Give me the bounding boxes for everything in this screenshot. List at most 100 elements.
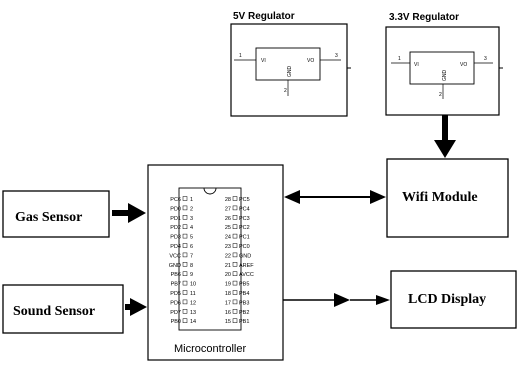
mcu-pin-pad: [232, 205, 238, 211]
mcu-pin-pad: [182, 252, 188, 258]
mcu-pin-left: PB0 14: [171, 318, 196, 325]
mcu-pin-name: PD2: [170, 225, 181, 231]
mcu-pin-number: 11: [190, 291, 196, 297]
regulator-3v3-pin-2: 2: [439, 92, 442, 98]
mcu-pin-number: 23: [225, 244, 231, 250]
mcu-pin-name: PB3: [239, 300, 249, 306]
mcu-pin-name: PC4: [239, 206, 250, 212]
wifi-module-label: Wifi Module: [402, 190, 478, 205]
regulator-to-wifi-arrowhead: [434, 140, 456, 158]
lcd-display-label: LCD Display: [408, 292, 486, 307]
mcu-pin-number: 4: [190, 225, 193, 231]
mcu-pin-number: 19: [225, 282, 231, 288]
mcu-pin-name: PB0: [171, 319, 181, 325]
mcu-pin-number: 2: [190, 206, 193, 212]
mcu-pin-number: 18: [225, 291, 231, 297]
mcu-pin-number: 17: [225, 300, 231, 306]
mcu-wifi-arrowhead-right: [370, 190, 386, 204]
mcu-pin-number: 26: [225, 216, 231, 222]
regulator-3v3-chip: [409, 51, 475, 85]
mcu-pin-pad: [182, 290, 188, 295]
sound-sensor-label: Sound Sensor: [13, 304, 95, 319]
mcu-pin-pad: [232, 309, 238, 314]
mcu-pin-pad: [232, 196, 238, 201]
mcu-pin-pad: [182, 280, 188, 286]
mcu-pin-number: 7: [190, 253, 193, 259]
mcu-pin-number: 27: [225, 206, 231, 212]
mcu-pin-number: 21: [225, 263, 231, 269]
mcu-chip-notch: [203, 187, 217, 195]
regulator-3v3-vo-label: VO: [460, 62, 467, 68]
regulator-5v-pin-1: 1: [239, 53, 242, 59]
mcu-pin-name: VCC: [169, 253, 181, 259]
mcu-pin-pad: [232, 215, 238, 220]
mcu-pin-right: 18 PB4: [225, 290, 249, 297]
mcu-pin-name: PD3: [170, 235, 181, 241]
sound-sensor-box: [2, 284, 124, 334]
mcu-pin-name: PC2: [239, 225, 250, 231]
mcu-pin-pad: [232, 252, 238, 258]
mcu-lcd-arrowhead-mid: [334, 293, 350, 307]
mcu-pin-number: 28: [225, 197, 231, 203]
mcu-pin-pad: [182, 271, 188, 276]
mcu-pin-right: 26 PC3: [225, 215, 250, 222]
gas-sensor-box: [2, 190, 110, 238]
regulator-3v3-title: 3.3V Regulator: [389, 12, 459, 23]
mcu-pin-number: 5: [190, 235, 193, 241]
mcu-pin-number: 3: [190, 216, 193, 222]
mcu-pin-left: PD5 11: [170, 290, 196, 297]
mcu-pin-pad: [182, 309, 188, 314]
mcu-pin-number: 6: [190, 244, 193, 250]
mcu-pin-number: 1: [190, 197, 193, 203]
mcu-pin-pad: [182, 224, 188, 229]
mcu-pin-name: PC0: [239, 244, 250, 250]
wifi-module-box: [386, 158, 509, 238]
mcu-pin-number: 16: [225, 310, 231, 316]
mcu-pin-name: PC1: [239, 235, 250, 241]
mcu-pin-pad: [182, 205, 188, 211]
mcu-pin-right: 27 PC4: [225, 205, 250, 212]
mcu-pin-name: AREF: [239, 263, 254, 269]
mcu-pin-pad: [232, 271, 238, 276]
sound-to-mcu-arrowhead: [130, 298, 147, 316]
mcu-pin-pad: [182, 299, 188, 305]
microcontroller-box: [147, 164, 284, 361]
regulator-5v-title: 5V Regulator: [233, 11, 295, 22]
mcu-pin-pad: [182, 233, 188, 239]
mcu-pin-number: 14: [190, 319, 196, 325]
mcu-pin-pad: [182, 318, 188, 323]
mcu-pin-name: PD1: [170, 216, 181, 222]
regulator-3v3: 3.3V Regulator 1 3 VI VO GND 2: [385, 12, 500, 116]
lcd-display-box: [390, 270, 517, 329]
mcu-wifi-arrowhead-left: [284, 190, 300, 204]
mcu-pin-pad: [232, 299, 238, 305]
mcu-pin-pad: [232, 262, 238, 267]
mcu-pin-number: 10: [190, 282, 196, 288]
mcu-pin-name: PB4: [239, 291, 249, 297]
regulator-3v3-pin-1: 1: [398, 56, 401, 62]
regulator-5v-gnd-label: GND: [287, 66, 293, 78]
mcu-pin-name: PD5: [170, 291, 181, 297]
mcu-lcd-arrowhead-end: [376, 295, 390, 305]
mcu-pin-pad: [232, 318, 238, 323]
gas-sensor-label: Gas Sensor: [15, 210, 82, 225]
mcu-pin-name: PC3: [239, 216, 250, 222]
mcu-pin-pad: [232, 280, 238, 286]
mcu-pin-pad: [232, 224, 238, 229]
regulator-3v3-gnd-label: GND: [442, 70, 448, 82]
mcu-pin-number: 9: [190, 272, 193, 278]
mcu-pin-number: 22: [225, 253, 231, 259]
mcu-pin-pad: [182, 262, 188, 267]
